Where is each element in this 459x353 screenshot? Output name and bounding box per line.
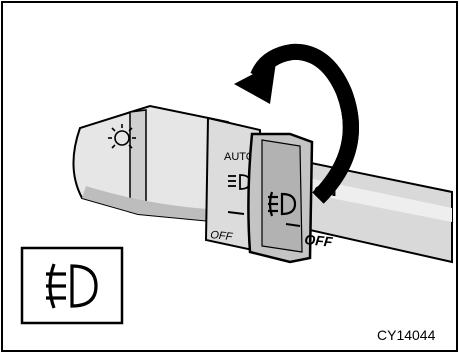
- off-label: OFF: [304, 231, 334, 250]
- figure-code: CY14044: [377, 327, 436, 343]
- off-inner-label: OFF: [210, 229, 234, 243]
